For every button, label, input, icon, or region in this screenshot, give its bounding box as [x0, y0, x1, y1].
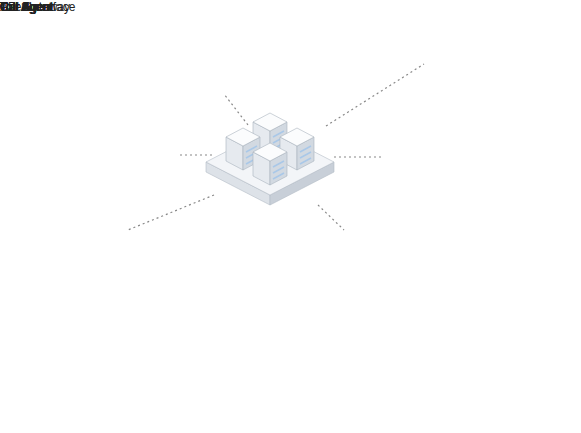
server-cluster: [206, 113, 334, 205]
server-link: [318, 205, 344, 230]
server-link: [224, 94, 248, 125]
server-link: [334, 156, 384, 157]
server-link: [178, 154, 212, 155]
server-link: [128, 195, 214, 230]
server-link: [326, 64, 424, 126]
agent-label: User Interface: [0, 0, 75, 14]
